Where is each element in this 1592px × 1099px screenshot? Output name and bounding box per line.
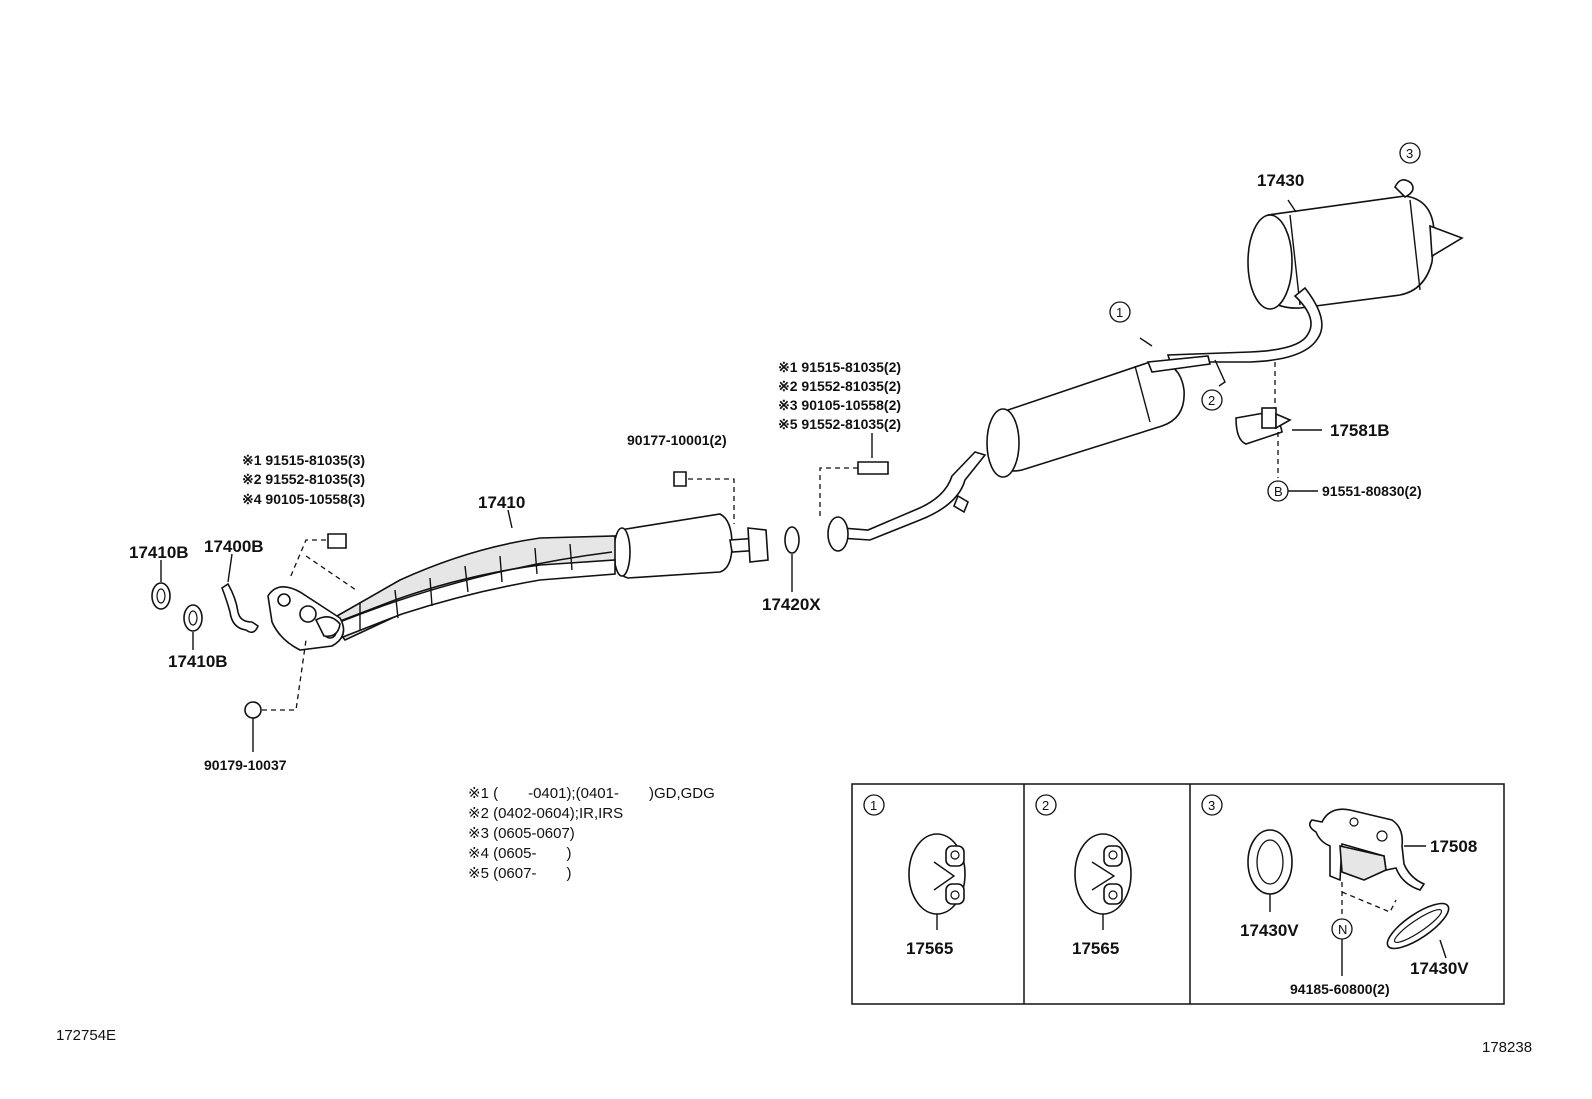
leader-17430 [1287,199,1297,213]
detail-panel-2: 2 17565 [1035,794,1132,958]
application-notes: ※1 ( -0401);(0401- )GD,GDG ※2 (0402-0604… [468,785,715,882]
detail-panel-1: 1 17565 [863,794,966,958]
bolt-left [327,533,347,549]
part-label-17581B: 17581B [1330,421,1390,440]
svg-text:※1 91515-81035(3): ※1 91515-81035(3) [242,452,365,468]
part-label-17508: 17508 [1430,837,1477,856]
part-label-17410: 17410 [478,493,525,512]
svg-text:※2 (0402-0604);IR,IRS: ※2 (0402-0604);IR,IRS [468,805,623,822]
rubber-hanger-17565-b [1074,833,1132,915]
part-label-17420X: 17420X [762,595,821,614]
hanger-2 [1214,359,1226,387]
part-label-17565-b: 17565 [1072,939,1119,958]
oxygen-sensor [1235,407,1292,445]
rear-muffler [1247,179,1464,310]
gasket-17410B-top [151,582,171,610]
nut-90179 [244,701,262,719]
svg-text:※4 (0605- ): ※4 (0605- ) [468,845,571,862]
dash-bolt-center [819,467,858,520]
detail-panels [851,783,1505,1005]
center-muffler [986,337,1211,478]
part-label-90177: 90177-10001(2) [627,432,727,448]
pipe-hanger [953,494,969,514]
svg-text:※2 91552-81035(2): ※2 91552-81035(2) [778,378,901,394]
svg-text:N: N [1338,922,1347,937]
part-label-17410B-top: 17410B [129,543,189,562]
part-label-94185: 94185-60800(2) [1290,981,1390,997]
part-label-17400B: 17400B [204,537,264,556]
bolt-center [857,461,889,475]
svg-text:1: 1 [1116,305,1123,320]
svg-text:※3 90105-10558(2): ※3 90105-10558(2) [778,397,901,413]
svg-text:※1 91515-81035(2): ※1 91515-81035(2) [778,359,901,375]
svg-text:2: 2 [1042,798,1049,813]
svg-text:※5 91552-81035(2): ※5 91552-81035(2) [778,416,901,432]
leader-17410 [507,509,513,529]
nut-90177 [673,471,687,487]
svg-text:※2 91552-81035(3): ※2 91552-81035(3) [242,471,365,487]
sensor-17400B [221,582,259,634]
svg-text:B: B [1274,484,1283,499]
callout-circle-3-top: 3 [1399,142,1421,164]
diagram-code-left: 172754E [56,1027,116,1044]
svg-text:※3 (0605-0607): ※3 (0605-0607) [468,825,575,842]
svg-text:※1 ( -0401);(0401- )GD,GDG: ※1 ( -0401);(0401- )GD,GDG [468,785,715,802]
svg-text:※5 (0607- ): ※5 (0607- ) [468,865,571,882]
dash-90179 [262,639,307,711]
svg-text:2: 2 [1208,393,1215,408]
part-label-17430V-b: 17430V [1410,959,1469,978]
part-label-91551: 91551-80830(2) [1322,483,1422,499]
rubber-hanger-17565-a [908,833,966,915]
dash-90177 [688,478,735,524]
detail-panel-3: 3 17430V 17508 N 94185-60800(2) 17430V [1201,794,1477,997]
leader-17400B [227,553,233,583]
callout-circle-1-top: 1 [1109,301,1131,323]
svg-text:1: 1 [870,798,877,813]
callout-circle-b: B [1267,480,1289,502]
tail-pipe [1166,286,1323,363]
gasket-17420X [784,526,800,554]
gasket-17430V-b [1386,902,1450,950]
bolt-group-left: ※1 91515-81035(3) ※2 91552-81035(3) ※4 9… [242,452,365,507]
front-pipe-assembly [267,513,769,651]
part-label-90179: 90179-10037 [204,757,287,773]
svg-text:3: 3 [1406,146,1413,161]
part-label-17410B-bottom: 17410B [168,652,228,671]
bolt-group-center: ※1 91515-81035(2) ※2 91552-81035(2) ※3 9… [778,359,901,432]
dash-bolt-left-1 [289,539,326,579]
part-label-17430: 17430 [1257,171,1304,190]
svg-text:3: 3 [1208,798,1215,813]
bracket-17508 [1308,808,1426,891]
gasket-17410B-bottom [183,604,203,632]
part-label-17565-a: 17565 [906,939,953,958]
center-pipe-flange [827,516,849,552]
dash-bolt-left-2 [305,555,357,591]
diagram-code-right: 178238 [1482,1039,1532,1056]
callout-circle-2-top: 2 [1201,389,1223,411]
svg-text:※4 90105-10558(3): ※4 90105-10558(3) [242,491,365,507]
part-label-17430V-a: 17430V [1240,921,1299,940]
